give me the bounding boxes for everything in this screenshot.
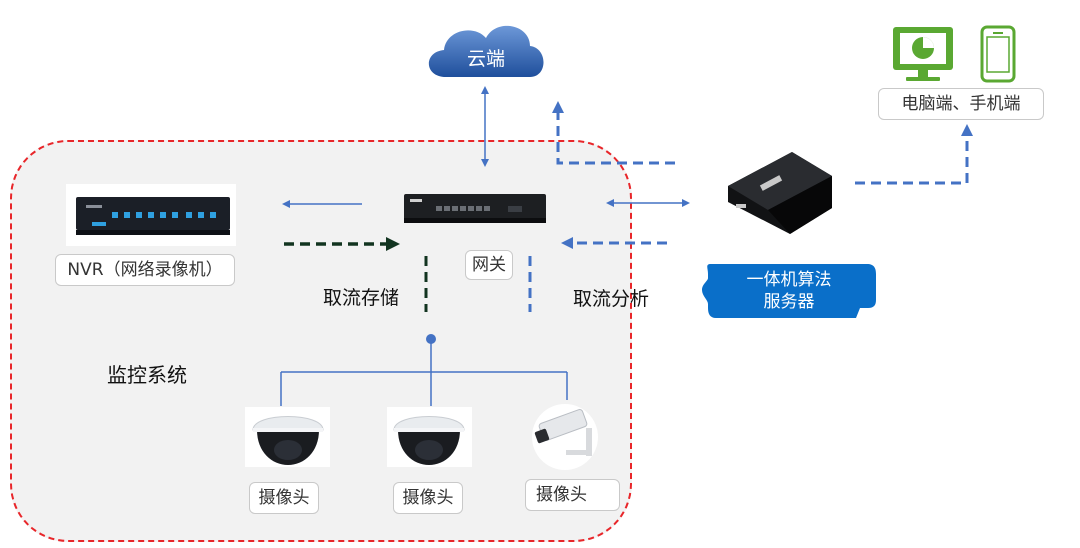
gateway-label: 网关 [465, 250, 513, 280]
nvr-label: NVR（网络录像机） [55, 254, 235, 286]
server-client-dashed-arrow [855, 124, 973, 185]
nvr-device-image [66, 184, 236, 246]
server-badge [702, 264, 876, 318]
gateway-device-image [404, 194, 546, 223]
dome-camera-1-image [245, 407, 330, 467]
system-label: 监控系统 [107, 363, 187, 387]
camera-2-label: 摄像头 [393, 482, 463, 514]
camera-1-label: 摄像头 [249, 482, 319, 514]
server-label-line2: 服务器 [763, 292, 815, 312]
server-device-image [728, 152, 832, 234]
server-cloud-dashed-arrow [552, 101, 675, 165]
analysis-flow-label: 取流分析 [573, 288, 650, 310]
client-label: 电脑端、手机端 [878, 88, 1044, 120]
dome-camera-2-image [387, 407, 472, 467]
storage-flow-label: 取流存储 [323, 287, 400, 309]
camera-3-label: 摄像头 [525, 479, 620, 511]
cloud-label: 云端 [466, 48, 505, 70]
server-badge-text: 一体机算法 服务器 [703, 265, 875, 317]
bullet-camera-image [532, 404, 598, 470]
cloud-icon [428, 25, 544, 77]
monitor-icon [893, 27, 953, 81]
server-label-line1: 一体机算法 [746, 270, 832, 290]
phone-icon [980, 25, 1016, 83]
